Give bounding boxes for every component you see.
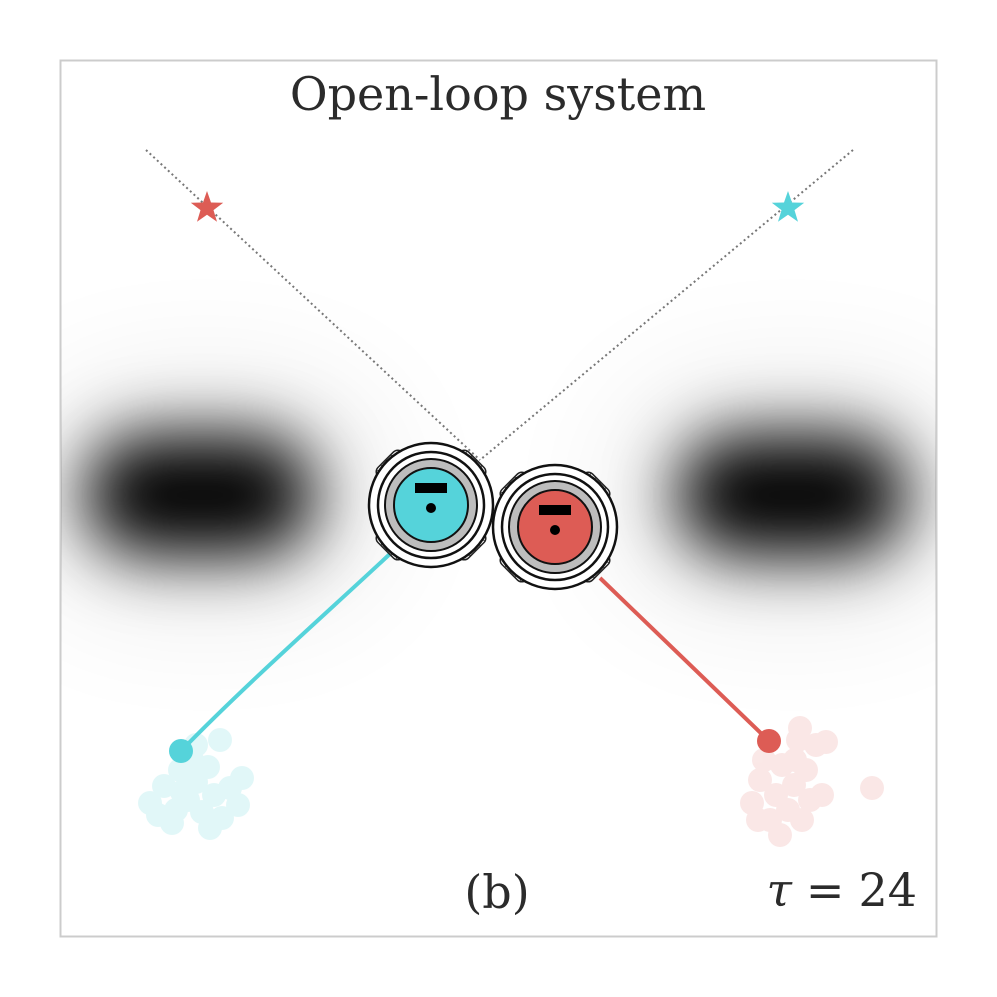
time-label: τ=24 [766,863,917,917]
cyan-trajectory [179,550,394,753]
left-obstacle [61,395,370,595]
red-goal-star-icon [190,191,224,222]
time-label-symbol: τ [766,863,793,917]
figure-title: Open-loop system [290,67,706,121]
time-label-value: 24 [858,863,917,917]
cyan-robot-icon [367,441,495,569]
time-label-operator: = [806,863,845,917]
cyan-start-dot-icon [169,739,193,763]
red-trajectory [598,576,771,743]
cyan-goal-star-icon [771,191,805,222]
red-robot-icon [491,463,619,591]
panel-label: (b) [464,865,529,919]
red-start-samples [740,716,884,847]
right-obstacle [627,395,936,595]
red-start-dot-icon [757,729,781,753]
red-reference-line [145,149,481,461]
